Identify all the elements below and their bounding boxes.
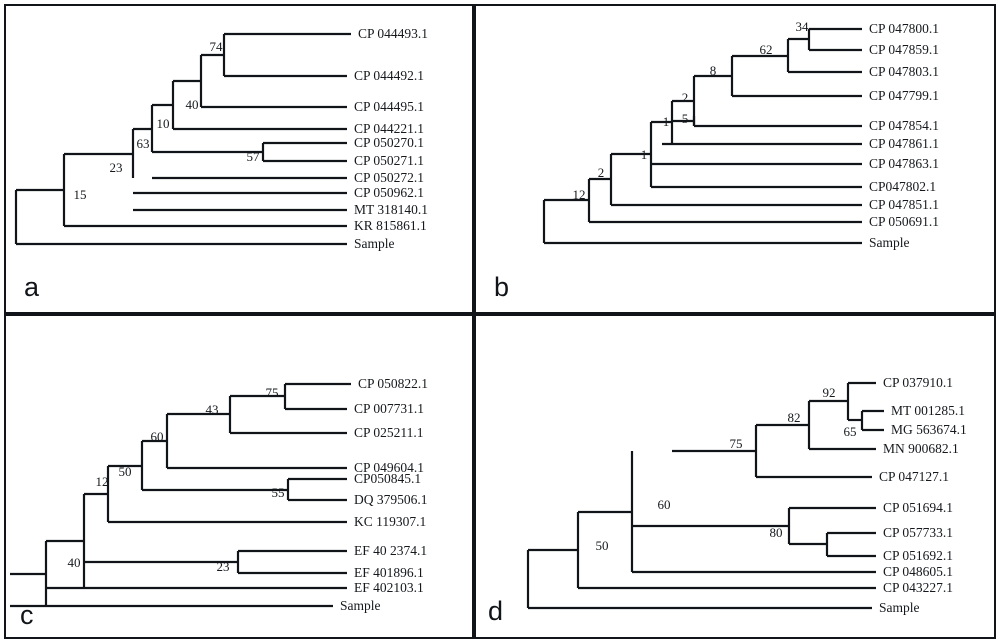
tree-support-label: 23 xyxy=(217,559,230,574)
tree-leaf-label: Sample xyxy=(879,600,920,615)
tree-leaf-label: EF 401896.1 xyxy=(354,565,424,580)
tree-leaf-label: CP047802.1 xyxy=(869,179,936,194)
panel-letter-c: c xyxy=(20,600,34,630)
tree-leaf-label: CP 025211.1 xyxy=(354,425,424,440)
tree-leaf-label: Sample xyxy=(354,236,395,251)
tree-leaf-label: Sample xyxy=(340,598,381,613)
tree-leaf-label: Sample xyxy=(869,235,910,250)
tree-support-label: 40 xyxy=(186,97,199,112)
tree-leaf-label: DQ 379506.1 xyxy=(354,492,428,507)
tree-support-label: 60 xyxy=(151,429,164,444)
tree-support-label: 75 xyxy=(730,436,743,451)
tree-leaf-label: CP 050272.1 xyxy=(354,170,424,185)
tree-support-label: 74 xyxy=(210,39,224,54)
tree-leaf-label: CP 050822.1 xyxy=(358,376,428,391)
tree-support-label: 1 xyxy=(641,147,648,162)
panel-letter-a: a xyxy=(24,272,40,302)
tree-support-label: 55 xyxy=(272,485,285,500)
tree-support-label: 65 xyxy=(844,424,857,439)
tree-leaf-label: CP 047851.1 xyxy=(869,197,939,212)
tree-svg-b: CP 047800.1 CP 047859.1 CP 047803.1 CP 0477… xyxy=(542,19,939,250)
tree-svg-a: CP 044493.1 CP 044492.1 CP 044495.1 CP 0442… xyxy=(14,26,428,251)
tree-support-label: 92 xyxy=(823,385,836,400)
tree-leaf-label: CP 051694.1 xyxy=(883,500,953,515)
tree-leaf-label: MT 001285.1 xyxy=(891,403,965,418)
tree-support-label: 43 xyxy=(206,402,219,417)
tree-leaf-label: CP 050271.1 xyxy=(354,153,424,168)
tree-svg-d: CP 037910.1 MT 001285.1 MG 563674.1 MN 9006… xyxy=(526,375,967,615)
tree-support-label: 8 xyxy=(710,63,717,78)
tree-leaf-label: CP 047863.1 xyxy=(869,156,939,171)
tree-leaf-label: CP 047803.1 xyxy=(869,64,939,79)
tree-leaf-label: CP 044221.1 xyxy=(354,121,424,136)
tree-support-label: 34 xyxy=(796,19,810,34)
tree-support-label: 80 xyxy=(770,525,783,540)
tree-leaf-label: CP 037910.1 xyxy=(883,375,953,390)
tree-support-label: 5 xyxy=(682,111,689,126)
tree-support-label: 40 xyxy=(68,555,81,570)
tree-support-label: 57 xyxy=(247,149,261,164)
tree-support-label: 2 xyxy=(682,90,689,105)
tree-support-label: 62 xyxy=(760,42,773,57)
tree-leaf-label: CP050845.1 xyxy=(354,471,421,486)
tree-leaf-label: CP 047854.1 xyxy=(869,118,939,133)
tree-leaf-label: CP 048605.1 xyxy=(883,564,953,579)
panel-c: CP 050822.1 CP 007731.1 CP 025211.1 CP 0496… xyxy=(4,314,474,639)
tree-leaf-label: KR 815861.1 xyxy=(354,218,427,233)
panel-letter-d: d xyxy=(488,596,504,626)
tree-support-label: 1 xyxy=(663,114,670,129)
tree-support-label: 10 xyxy=(157,116,170,131)
tree-support-label: 82 xyxy=(788,410,801,425)
tree-leaf-label: CP 044492.1 xyxy=(354,68,424,83)
tree-leaf-label: EF 402103.1 xyxy=(354,580,424,595)
tree-leaf-label: MG 563674.1 xyxy=(891,422,967,437)
panel-b: CP 047800.1 CP 047859.1 CP 047803.1 CP 0477… xyxy=(474,4,996,314)
tree-leaf-label: MT 318140.1 xyxy=(354,202,428,217)
tree-support-label: 2 xyxy=(598,165,605,180)
tree-leaf-label: KC 119307.1 xyxy=(354,514,426,529)
panel-letter-b: b xyxy=(494,272,510,302)
tree-leaf-label: CP 057733.1 xyxy=(883,525,953,540)
tree-support-label: 12 xyxy=(573,187,586,202)
tree-leaf-label: CP 051692.1 xyxy=(883,548,953,563)
tree-leaf-label: MN 900682.1 xyxy=(883,441,959,456)
tree-leaf-label: CP 044493.1 xyxy=(358,26,428,41)
tree-leaf-label: CP 050962.1 xyxy=(354,185,424,200)
tree-leaf-label: CP 047861.1 xyxy=(869,136,939,151)
tree-support-label: 15 xyxy=(74,187,87,202)
tree-leaf-label: CP 049604.1 xyxy=(354,460,424,475)
tree-support-label: 50 xyxy=(119,464,132,479)
tree-leaf-label: CP 007731.1 xyxy=(354,401,424,416)
tree-support-label: 12 xyxy=(96,474,109,489)
tree-support-label: 23 xyxy=(110,160,123,175)
tree-leaf-label: CP 047800.1 xyxy=(869,21,939,36)
tree-leaf-label: CP 047859.1 xyxy=(869,42,939,57)
tree-leaf-label: CP 047127.1 xyxy=(879,469,949,484)
tree-support-label: 50 xyxy=(596,538,609,553)
tree-support-label: 60 xyxy=(658,497,671,512)
tree-leaf-label: EF 40 2374.1 xyxy=(354,543,427,558)
tree-leaf-label: CP 050691.1 xyxy=(869,214,939,229)
tree-leaf-label: CP 044495.1 xyxy=(354,99,424,114)
tree-leaf-label: CP 050270.1 xyxy=(354,135,424,150)
tree-svg-c: CP 050822.1 CP 007731.1 CP 025211.1 CP 0496… xyxy=(10,376,428,613)
tree-support-label: 63 xyxy=(137,136,150,151)
tree-leaf-label: CP 047799.1 xyxy=(869,88,939,103)
panel-a: CP 044493.1 CP 044492.1 CP 044495.1 CP 0442… xyxy=(4,4,474,314)
panel-d: CP 037910.1 MT 001285.1 MG 563674.1 MN 9006… xyxy=(474,314,996,639)
tree-support-label: 75 xyxy=(266,385,279,400)
tree-leaf-label: CP 043227.1 xyxy=(883,580,953,595)
